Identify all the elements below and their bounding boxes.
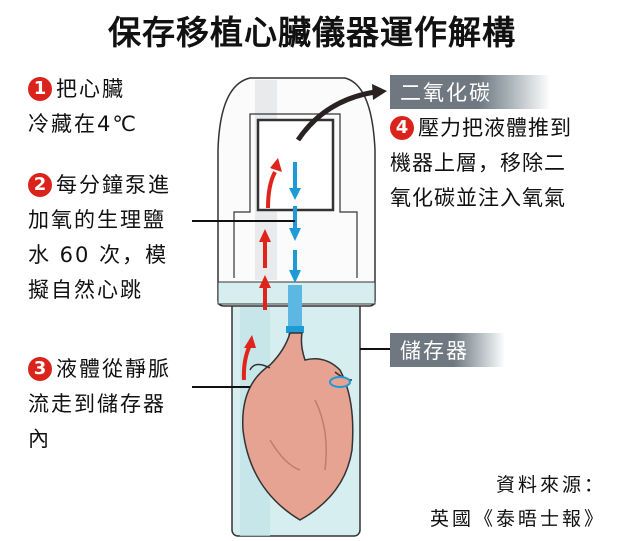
step-text: 加氧的生理鹽 xyxy=(28,208,166,232)
step-number-badge: 4 xyxy=(390,116,414,140)
saline-flow-arrows xyxy=(289,162,301,283)
step-text: 壓力把液體推到 xyxy=(418,116,572,140)
source-name: 英國《泰晤士報》 xyxy=(429,508,606,530)
step-text: 流走到儲存器 xyxy=(28,392,166,416)
step-text: 擬自然心跳 xyxy=(28,278,143,302)
step-number-badge: 2 xyxy=(28,173,52,197)
source-label: 資料來源： xyxy=(495,474,606,496)
step-text: 水 60 次，模 xyxy=(28,243,169,267)
page-title: 保存移植心臟儀器運作解構 xyxy=(108,13,516,52)
co2-exhaust-arrow xyxy=(295,89,376,142)
step-text: 氧化碳並注入氧氣 xyxy=(390,186,566,210)
oxygenated-flow-arrows xyxy=(241,158,282,381)
reservoir-label: 儲存器 xyxy=(390,333,505,367)
step-number-badge: 3 xyxy=(28,357,52,381)
step-text: 液體從靜脈 xyxy=(56,357,171,381)
step-text: 機器上層，移除二 xyxy=(390,151,566,175)
co2-label: 二氧化碳 xyxy=(390,75,550,109)
heart-icon xyxy=(241,332,354,521)
step-text: 每分鐘泵進 xyxy=(56,173,171,197)
step-number-badge: 1 xyxy=(28,77,52,101)
step-text: 把心臟 xyxy=(56,77,125,101)
step-text: 內 xyxy=(28,427,51,451)
step-text: 冷藏在4℃ xyxy=(28,112,138,136)
